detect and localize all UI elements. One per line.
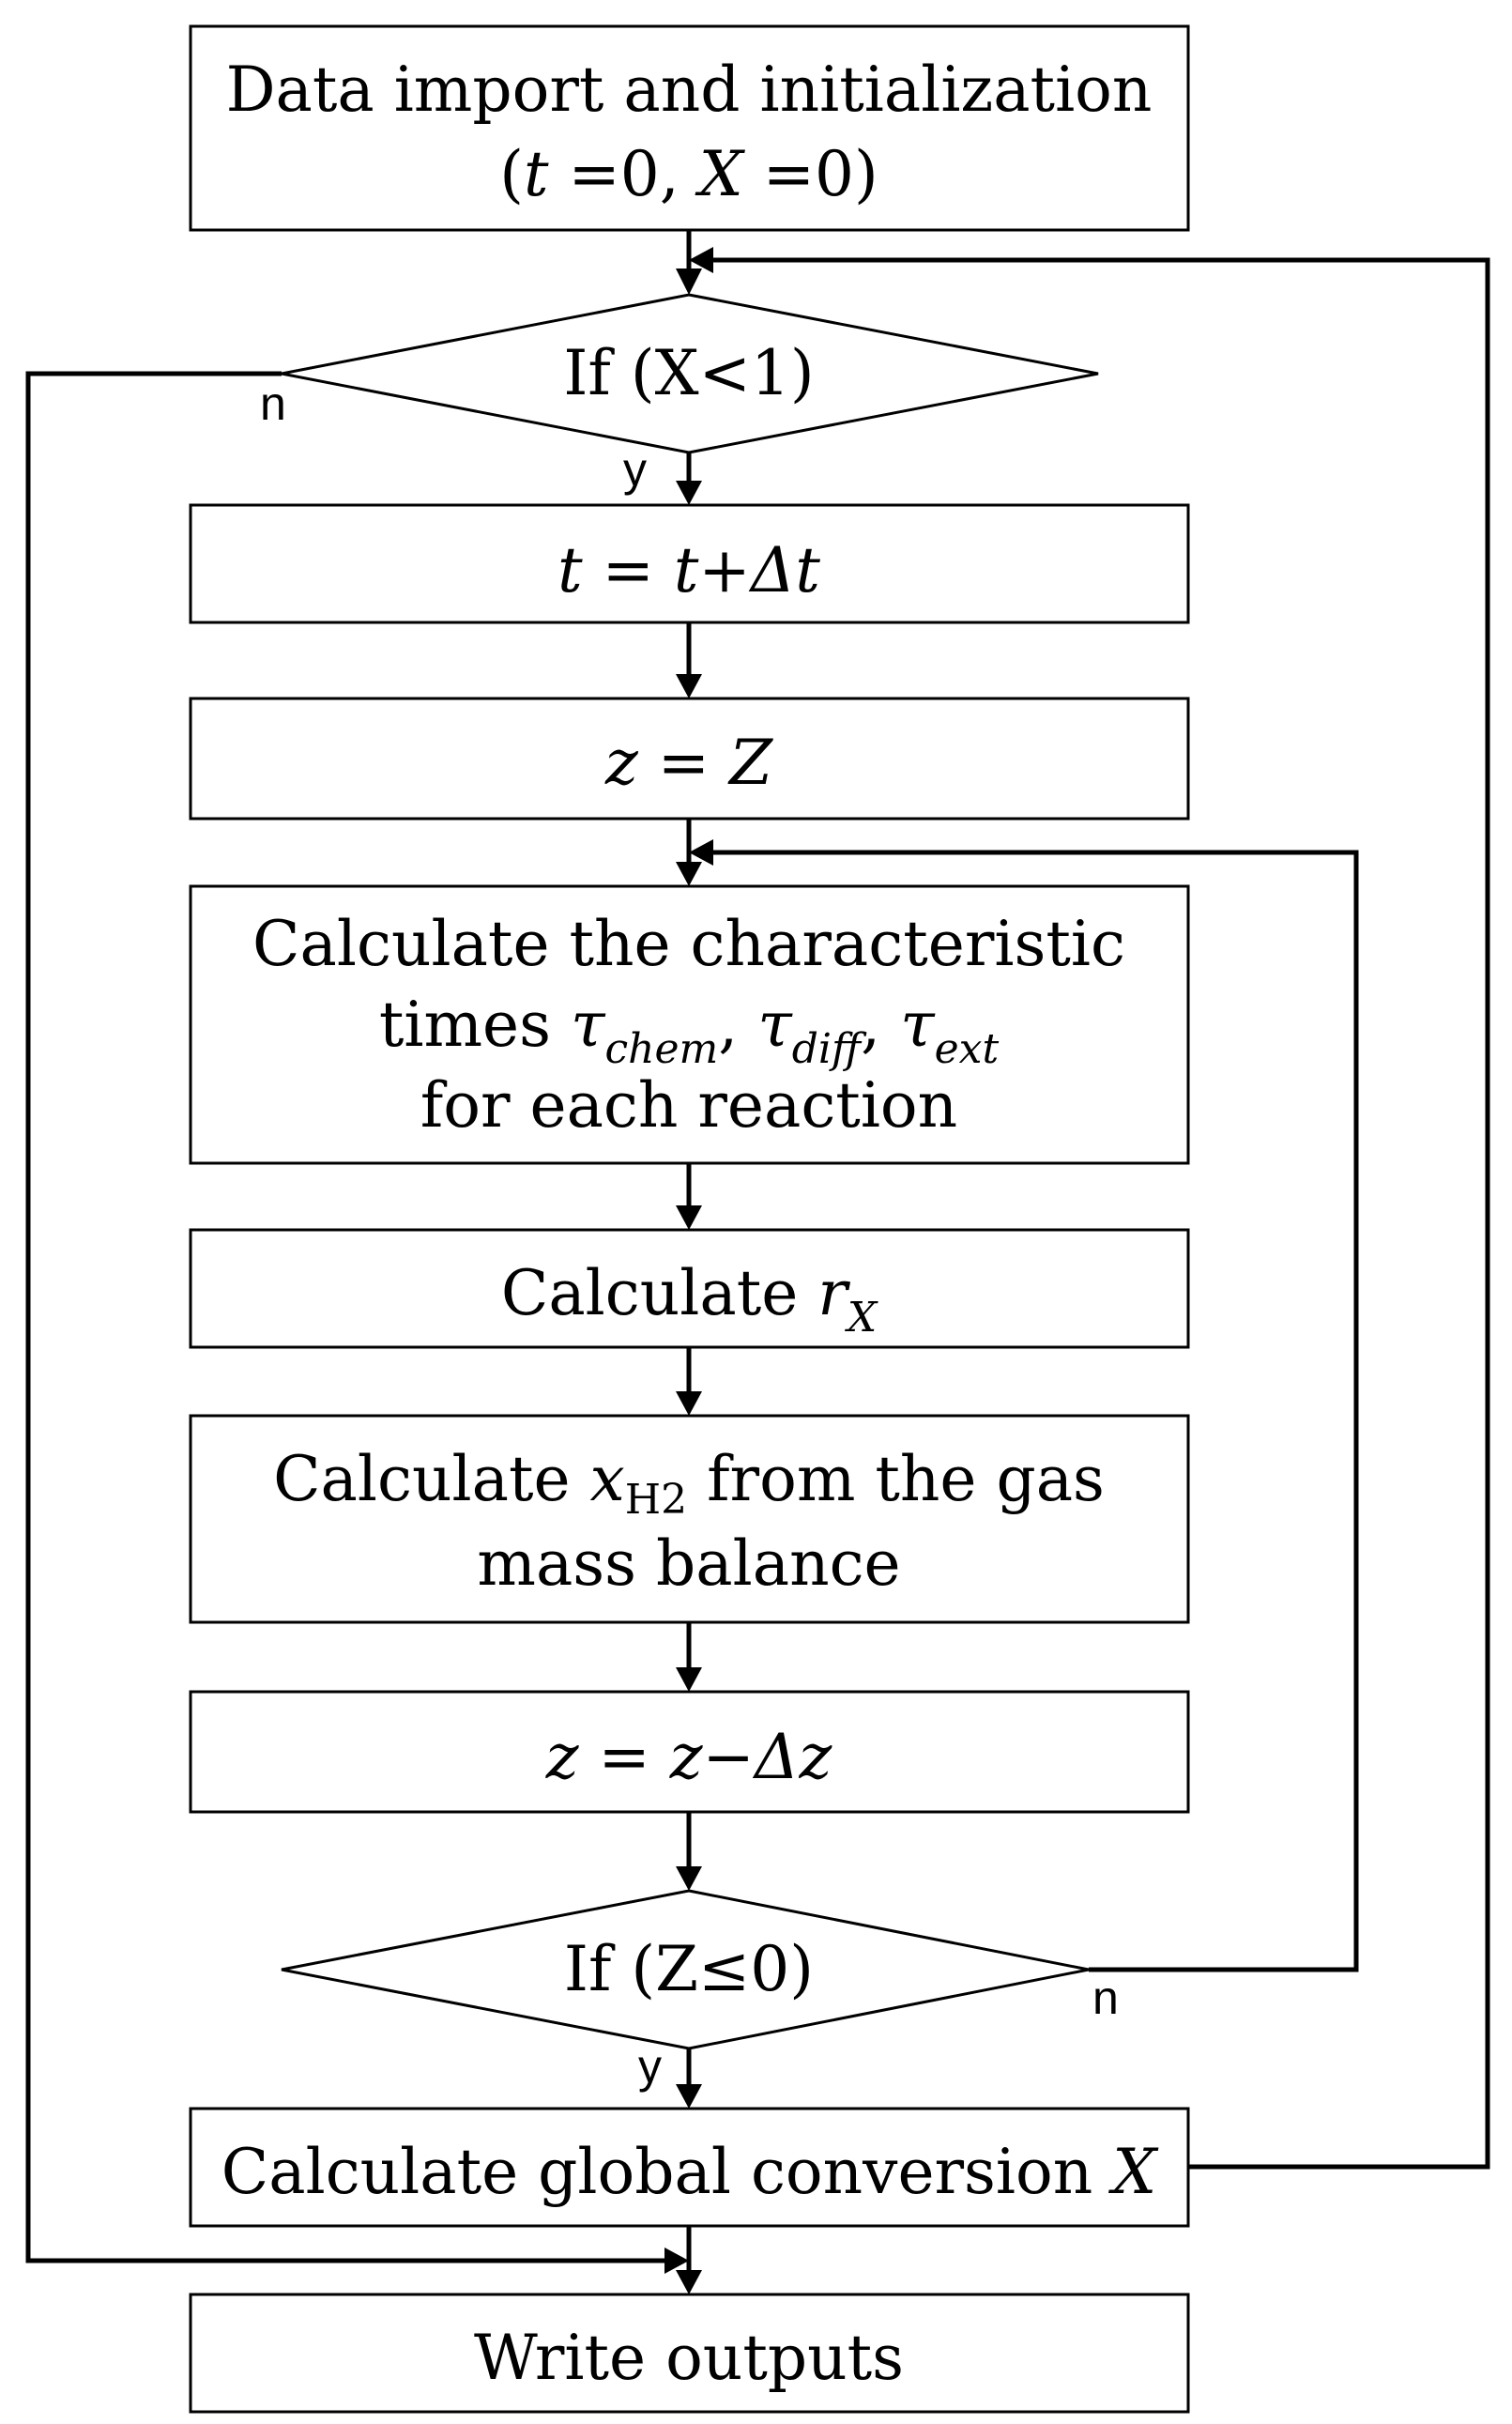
- mass-balance-line2: mass balance: [477, 1527, 900, 1600]
- arrowhead: [676, 2270, 702, 2294]
- init-X: X: [695, 138, 746, 210]
- init-t: t: [524, 138, 549, 210]
- write-outputs-text: Write outputs: [474, 2322, 904, 2394]
- init-line1: Data import and initialization: [226, 54, 1153, 126]
- cond2-yes-label: y: [638, 2040, 662, 2093]
- char-line3: for each reaction: [420, 1069, 957, 1142]
- z-init-box: [189, 697, 1190, 821]
- arrowhead: [676, 1391, 702, 1416]
- loop-conversion-to-cond1: [713, 257, 1490, 2170]
- conversion-text: Calculate global conversion X: [221, 2136, 1160, 2208]
- rate-text: Calculate rX: [501, 1257, 878, 1342]
- write-outputs-box: [189, 2293, 1190, 2414]
- init-line2: (t =0, X =0): [499, 138, 878, 210]
- z-init-text: z = Z: [604, 727, 773, 799]
- z-step-box: [189, 1690, 1190, 1814]
- mass-balance-box: [189, 1414, 1190, 1624]
- mass-balance-line1: Calculate xH2 from the gas: [273, 1443, 1105, 1524]
- char-line1: Calculate the characteristic: [252, 908, 1125, 980]
- rate-box: [189, 1228, 1190, 1349]
- init-box: [189, 24, 1190, 232]
- arrowhead: [676, 862, 702, 886]
- arrowhead: [676, 2084, 702, 2109]
- arrowhead: [664, 2248, 689, 2274]
- cond1-text: If (X<1): [563, 337, 814, 409]
- z-step-text: z = z−Δz: [545, 1721, 833, 1793]
- arrowhead: [676, 1205, 702, 1230]
- cond1-yes-label: y: [623, 443, 647, 496]
- arrowhead: [676, 1866, 702, 1891]
- char-line2: times τchem, τdiff, τext: [379, 989, 1000, 1073]
- arrowhead: [689, 839, 713, 866]
- arrowhead: [676, 481, 702, 505]
- loop-cond2-no: [713, 850, 1359, 1972]
- arrowhead: [676, 674, 702, 698]
- init-eq2: =0): [743, 138, 878, 210]
- cond2-no-label: n: [1092, 1971, 1119, 2024]
- cond2-text: If (Z≤0): [564, 1933, 814, 2005]
- init-open: (: [499, 138, 524, 210]
- cond1-no-label: n: [260, 377, 286, 430]
- edge-cond1-no: [25, 371, 664, 2263]
- init-eq1: =0,: [549, 138, 699, 210]
- time-step-text: t = t+Δt: [557, 534, 820, 606]
- arrowhead: [676, 1667, 702, 1692]
- arrowhead: [676, 268, 702, 295]
- arrowhead: [689, 247, 713, 273]
- char-times-box: [189, 884, 1190, 1165]
